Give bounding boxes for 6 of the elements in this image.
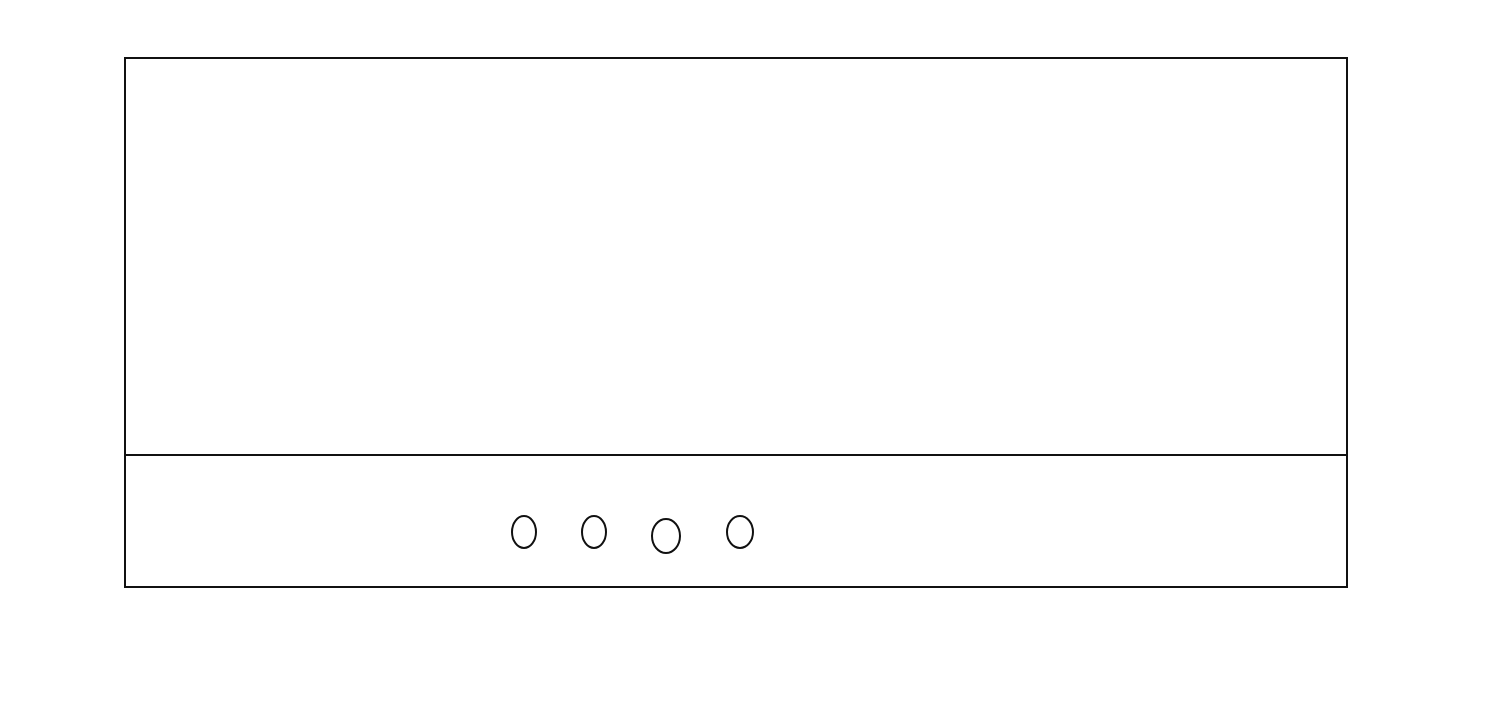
control-bar [124,454,1348,588]
indicator-dot [511,515,537,549]
indicator-dot [651,518,681,554]
indicator-dot [726,515,754,549]
image-area [124,57,1348,456]
indicator-dot [581,515,607,549]
